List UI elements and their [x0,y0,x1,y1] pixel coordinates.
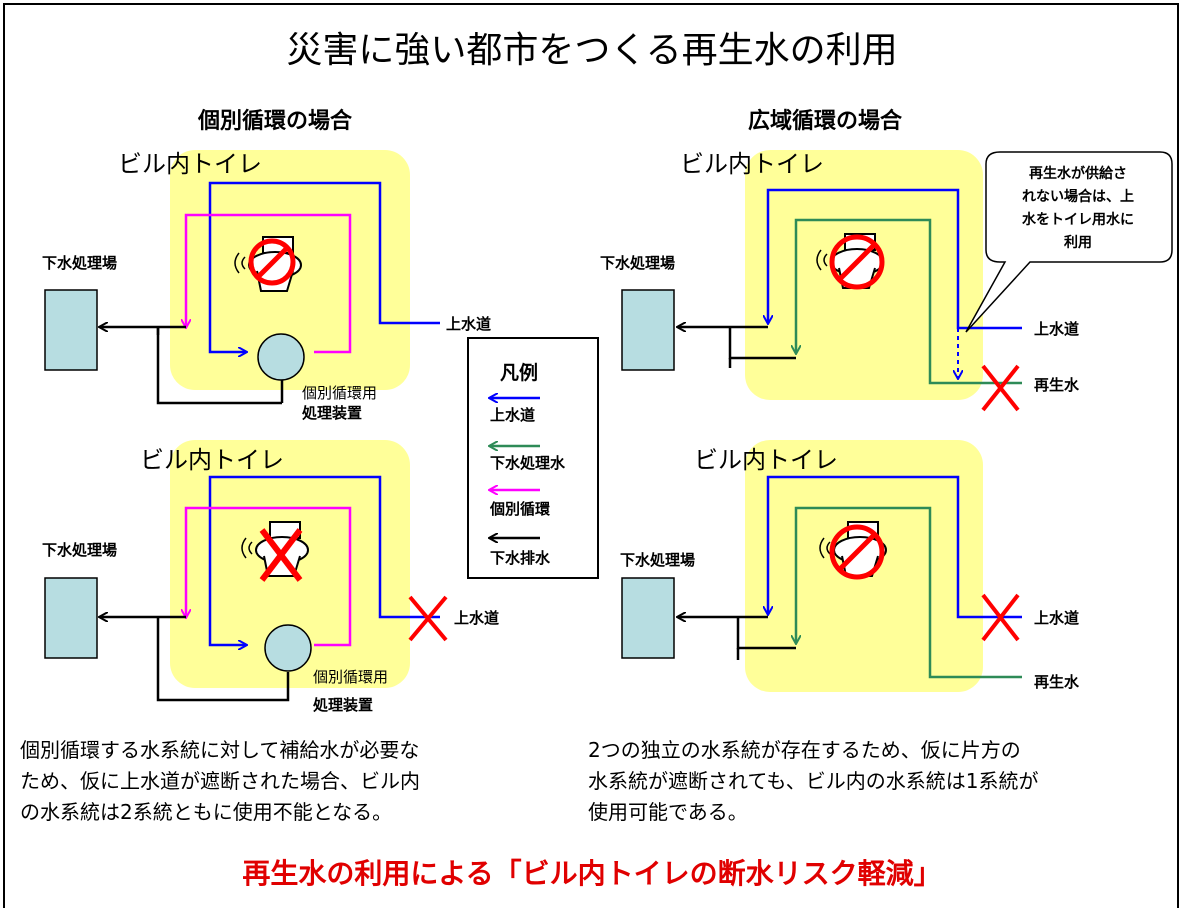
reclaimed-label: 再生水 [1034,673,1080,691]
treatment-plant [44,577,98,659]
left-description-3: の水系統は2系統ともに使用不能となる。 [20,800,392,824]
building-label: ビル内トイレ [140,446,284,474]
building-label: ビル内トイレ [694,446,838,474]
slide-frame [3,3,1179,908]
supply-label: 上水道 [1034,609,1079,627]
right-description-1: 2つの独立の水系統が存在するため、仮に片方の [588,738,1021,762]
plant-label: 下水処理場 [42,254,117,272]
conclusion: 再生水の利用による「ビル内トイレの断水リスク軽減」 [242,857,941,890]
ok-mark-icon [829,524,885,580]
page-title: 災害に強い都市をつくる再生水の利用 [286,30,897,71]
legend-label-supply: 上水道 [490,406,535,424]
ok-mark-icon [248,238,296,286]
legend: 凡例 上水道 下水処理水 個別循環 下水排水 [467,337,599,579]
left-heading: 個別循環の場合 [197,108,353,134]
device-label-2: 処理装置 [301,404,362,422]
treatment-device [257,333,305,381]
right-description-3: 使用可能である。 [588,800,748,824]
device-label-2: 処理装置 [312,696,373,714]
device-label-1: 個別循環用 [302,384,377,402]
plant-label: 下水処理場 [620,551,695,569]
treatment-device [264,624,312,672]
treatment-plant [44,289,98,371]
reclaimed-label: 再生水 [1034,376,1080,394]
supply-label: 上水道 [1034,320,1079,338]
device-label-1: 個別循環用 [313,668,388,686]
callout-line-1: 再生水が供給さ [1029,165,1127,182]
left-bottom-diagram: ビル内トイレ 下水処理場 上水道 個別循環用 処理装置 [42,440,499,714]
building-label: ビル内トイレ [680,150,824,178]
right-bottom-diagram: ビル内トイレ 下水処理場 上水道 再生水 [620,440,1080,692]
callout-bubble [965,151,1173,333]
plant-label: 下水処理場 [42,541,117,559]
treatment-plant [621,577,675,659]
supply-label: 上水道 [454,609,499,627]
supply-label: 上水道 [446,315,491,333]
right-description-2: 水系統が遮断されても、ビル内の水系統は1系統が [588,769,1039,793]
callout-line-3: 水をトイレ用水に [1022,211,1134,228]
treatment-plant [621,289,675,371]
legend-label-loop: 個別循環 [489,500,551,518]
ok-mark-icon [829,234,885,290]
legend-title: 凡例 [500,361,538,384]
left-top-diagram: ビル内トイレ 下水処理場 上水道 個別循環用 処理装置 [42,150,491,422]
right-heading: 広域循環の場合 [748,108,903,134]
building-label: ビル内トイレ [118,150,262,178]
right-top-diagram: ビル内トイレ 下水処理場 上水道 再生水 再生水が供給さ れない場合は、上 水を… [600,150,1173,412]
plant-label: 下水処理場 [600,254,675,272]
legend-label-treated: 下水処理水 [490,454,566,472]
legend-label-drain: 下水排水 [490,549,551,567]
callout-line-4: 利用 [1064,234,1092,251]
left-description-2: ため、仮に上水道が遮断された場合、ビル内 [20,769,420,793]
left-description-1: 個別循環する水系統に対して補給水が必要な [20,738,419,762]
callout-line-2: れない場合は、上 [1022,188,1134,205]
